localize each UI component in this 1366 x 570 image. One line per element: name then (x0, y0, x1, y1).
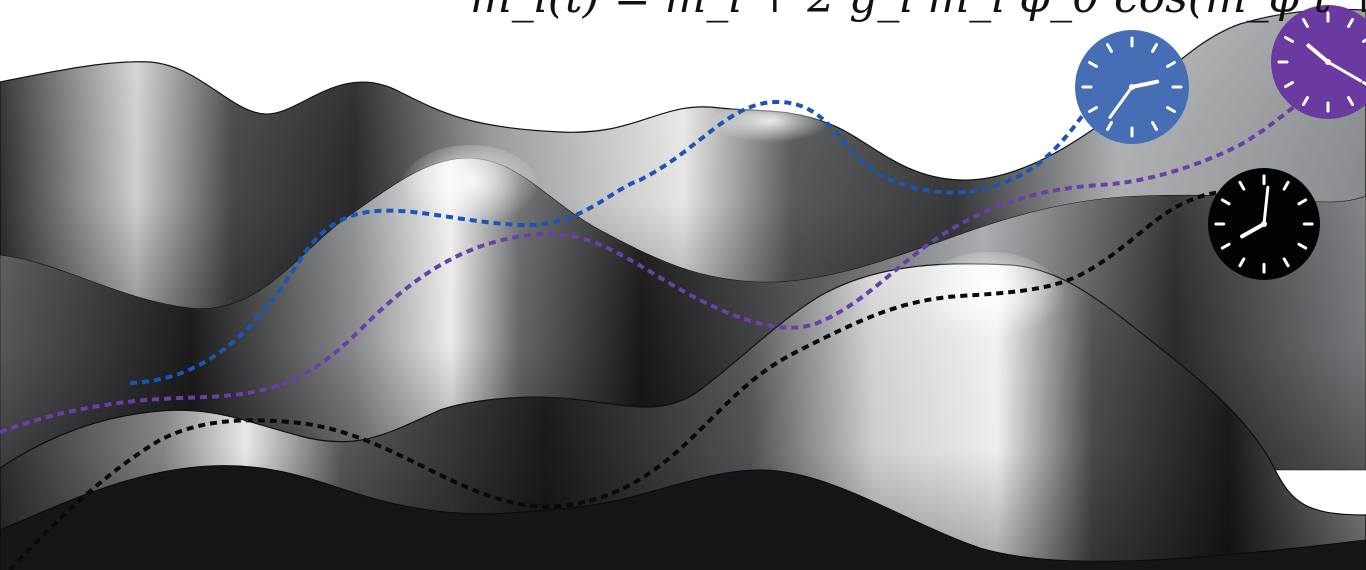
worldline-black (8, 190, 1226, 570)
black-clock-minute-hand (1262, 185, 1270, 226)
crest-highlight-right (915, 252, 1065, 348)
clock-group (1075, 5, 1366, 280)
black-clock-hour-hand (1240, 222, 1266, 239)
purple-clock-minute-hand (1326, 60, 1363, 83)
crest-highlight-left (400, 145, 540, 235)
blue-clock-icon (1075, 30, 1189, 144)
black-clock-icon (1208, 168, 1320, 280)
blue-clock-minute-hand (1108, 85, 1134, 119)
equation-text: m_i(t) = m_i + 2 g_i m_i φ_0 cos(m_φ t +… (470, 0, 1366, 26)
purple-clock-icon (1271, 5, 1366, 119)
worldline-blue (129, 77, 1129, 385)
purple-clock-hour-hand (1306, 43, 1330, 64)
blue-clock-hour-hand (1130, 79, 1160, 89)
surface-underside (0, 465, 1366, 570)
